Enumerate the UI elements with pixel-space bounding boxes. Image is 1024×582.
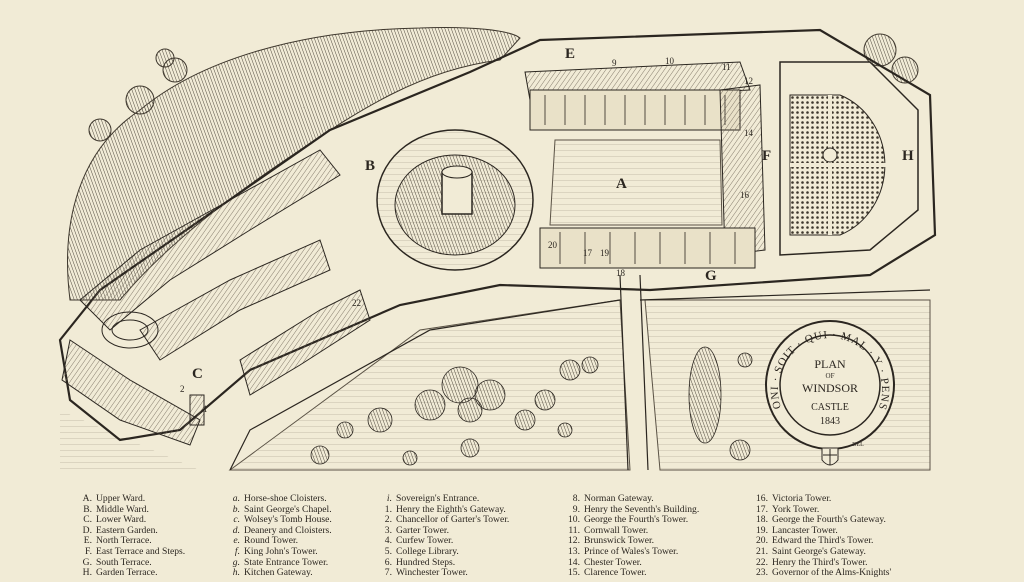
legend-entry: 21.Saint George's Gateway. bbox=[756, 545, 866, 557]
map-number-2: 2 bbox=[180, 384, 185, 394]
seal-del: DEL bbox=[852, 442, 864, 448]
map-letter-h: H bbox=[902, 148, 914, 164]
legend-entry: 5.College Library. bbox=[384, 545, 459, 557]
legend-entry: 11.Cornwall Tower. bbox=[568, 524, 649, 536]
map-number-12: 12 bbox=[744, 76, 753, 86]
map-letter-g: G bbox=[705, 268, 717, 284]
legend-entry: 4.Curfew Tower. bbox=[384, 535, 454, 547]
seal-year: 1843 bbox=[820, 416, 840, 427]
upper-ward-buildings bbox=[524, 61, 766, 269]
roads bbox=[229, 274, 931, 471]
legend-entry: i.Sovereign's Entrance. bbox=[386, 493, 480, 504]
legend-entry: E.North Terrace. bbox=[83, 535, 152, 547]
legend-entry: 9.Henry the Seventh's Building. bbox=[572, 503, 700, 515]
map-number-20: 20 bbox=[548, 240, 558, 250]
round-tower-mound bbox=[376, 129, 534, 271]
legend-entry: 18.George the Fourth's Gateway. bbox=[756, 514, 886, 526]
legend-column-towers-b: 16.Victoria Tower. 17.York Tower. 18.Geo… bbox=[748, 493, 892, 579]
legend-entry: d.Deanery and Cloisters. bbox=[232, 524, 332, 536]
legend-entry: a.Horse-shoe Cloisters. bbox=[232, 493, 327, 504]
legend-entry: 7.Winchester Tower. bbox=[384, 567, 468, 579]
legend-entry: 14.Chester Tower. bbox=[568, 556, 642, 568]
legend-column-buildings-a: a.Horse-shoe Cloisters. b.Saint George's… bbox=[226, 493, 332, 579]
legend-entry: 10.George the Fourth's Tower. bbox=[568, 514, 689, 526]
legend-entry: g.State Entrance Tower. bbox=[232, 556, 329, 568]
eastern-garden bbox=[779, 61, 919, 256]
legend-entry: 12.Brunswick Tower. bbox=[568, 535, 655, 547]
legend-entry: D.Eastern Garden. bbox=[82, 524, 158, 536]
map-letter-f: F bbox=[762, 148, 771, 164]
legend-entry: 13.Prince of Wales's Tower. bbox=[568, 545, 679, 557]
legend-entry: G.South Terrace. bbox=[82, 556, 152, 568]
legend-entry: c.Wolsey's Tomb House. bbox=[233, 514, 332, 526]
legend-entry: 20.Edward the Third's Tower. bbox=[756, 535, 874, 547]
south-lawn-left bbox=[228, 299, 631, 471]
legend-entry: A.Upper Ward. bbox=[82, 493, 146, 504]
home-park bbox=[60, 410, 200, 470]
legend-entry: 15.Clarence Tower. bbox=[568, 567, 647, 579]
map-number-18: 18 bbox=[616, 268, 626, 278]
park-trees bbox=[310, 346, 753, 466]
legend-entry: 1.Henry the Eighth's Gateway. bbox=[384, 503, 506, 515]
legend-entry: F.East Terrace and Steps. bbox=[85, 545, 186, 557]
map-number-14: 14 bbox=[744, 128, 754, 138]
legend-entry: 8.Norman Gateway. bbox=[572, 493, 654, 504]
legend-entry: 3.Garter Tower. bbox=[384, 524, 449, 536]
seal-title-plan: PLAN bbox=[814, 357, 846, 371]
legend-column-towers-a: 8.Norman Gateway. 9.Henry the Seventh's … bbox=[560, 493, 700, 579]
map-number-17: 17 bbox=[583, 248, 593, 258]
legend-entry: h.Kitchen Gateway. bbox=[232, 567, 313, 579]
map-number-16: 16 bbox=[740, 190, 750, 200]
legend-entry: b.Saint George's Chapel. bbox=[232, 503, 332, 515]
map-number-9: 9 bbox=[612, 58, 617, 68]
legend-entry: H.Garden Terrace. bbox=[82, 567, 158, 579]
legend-entry: 6.Hundred Steps. bbox=[384, 556, 456, 568]
map-letter-c: C bbox=[192, 366, 203, 382]
legend-entry: 2.Chancellor of Garter's Tower. bbox=[384, 514, 510, 526]
map-legend: A.Upper Ward. B.Middle Ward. C.Lower War… bbox=[0, 493, 1024, 582]
legend-entry: f.King John's Tower. bbox=[234, 545, 318, 557]
castle-plan-map: E B A F H G C 1 2 17 18 19 20 22 16 14 1… bbox=[0, 0, 937, 471]
map-letter-a: A bbox=[616, 176, 627, 192]
legend-column-wards: A.Upper Ward. B.Middle Ward. C.Lower War… bbox=[78, 493, 186, 579]
seal-title-castle: CASTLE bbox=[811, 402, 849, 413]
map-number-10: 10 bbox=[665, 56, 675, 66]
legend-column-buildings-b: i.Sovereign's Entrance. 1.Henry the Eigh… bbox=[378, 493, 510, 579]
map-number-19: 19 bbox=[600, 248, 610, 258]
legend-entry: C.Lower Ward. bbox=[83, 514, 147, 526]
map-letter-b: B bbox=[365, 158, 375, 174]
map-letter-e: E bbox=[565, 46, 575, 62]
seal-title-of: OF bbox=[826, 372, 835, 380]
legend-entry: 17.York Tower. bbox=[756, 503, 820, 515]
legend-entry: 23.Governor of the Alms-Knights' bbox=[756, 567, 892, 579]
legend-entry: 22.Henry the Third's Tower. bbox=[756, 556, 868, 568]
legend-entry: 19.Lancaster Tower. bbox=[756, 524, 838, 536]
map-number-11: 11 bbox=[722, 62, 731, 72]
map-number-22: 22 bbox=[352, 298, 361, 308]
legend-entry: e.Round Tower. bbox=[233, 535, 299, 547]
seal-title-windsor: WINDSOR bbox=[802, 381, 858, 395]
map-number-1: 1 bbox=[203, 404, 208, 414]
legend-entry: 16.Victoria Tower. bbox=[756, 493, 832, 504]
lower-ward-buildings bbox=[61, 149, 371, 446]
legend-entry: B.Middle Ward. bbox=[83, 503, 149, 515]
